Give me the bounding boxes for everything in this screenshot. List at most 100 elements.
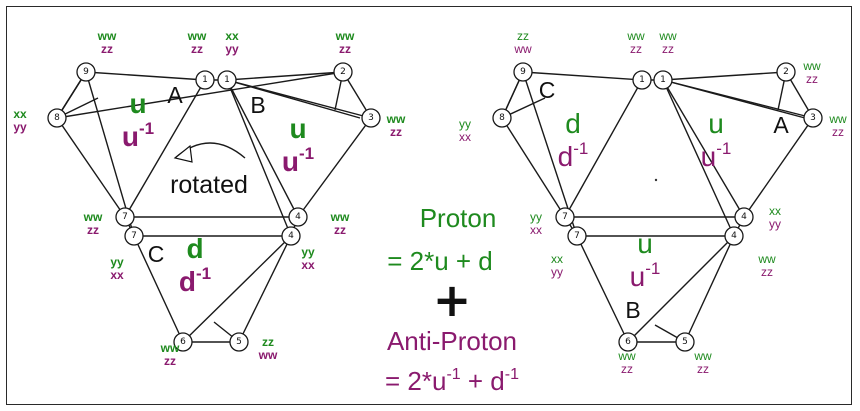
node-tag-bottom: zz — [334, 223, 346, 237]
node-label: 8 — [54, 113, 60, 123]
node-label: 1 — [224, 75, 230, 85]
antiproton-formula: = 2*u-1 + d-1 — [385, 366, 519, 396]
graph-node: 4 — [288, 207, 308, 227]
node-label: 7 — [122, 212, 128, 222]
node-label: 7 — [574, 231, 580, 241]
face-label: B — [625, 297, 640, 323]
node-label: 3 — [810, 113, 816, 123]
node-tag-top: yy — [459, 117, 471, 131]
graph-node: 1 — [195, 70, 215, 90]
graph-edge — [238, 235, 292, 343]
graph-chord — [662, 79, 806, 119]
node-tag-top: ww — [802, 59, 821, 73]
graph-node: 3 — [803, 108, 823, 128]
node-label: 5 — [236, 337, 242, 347]
antiquark-label: d-1 — [558, 139, 589, 172]
proton-formula: = 2*u + d — [387, 246, 493, 276]
node-label: 9 — [520, 67, 526, 77]
graph-node: 1 — [632, 70, 652, 90]
node-tag-bottom: xx — [301, 258, 315, 272]
node-tag-top: ww — [617, 349, 636, 363]
antiquark-label: d-1 — [179, 264, 211, 297]
node-label: 5 — [682, 337, 688, 347]
node-tag-top: xx — [551, 252, 563, 266]
node-label: 4 — [741, 212, 747, 222]
proton-label: Proton — [420, 203, 497, 233]
node-tag-top: zz — [262, 335, 274, 349]
rotation-arrowhead — [173, 144, 193, 163]
graph-edge — [124, 79, 206, 218]
node-tag-top: ww — [330, 210, 350, 224]
node-tag-top: zz — [517, 29, 529, 43]
graph-edge — [56, 71, 344, 119]
graph-node: 2 — [776, 62, 796, 82]
quark-label: d — [186, 233, 203, 264]
graph-node: 4 — [734, 207, 754, 227]
rotated-label: rotated — [170, 171, 248, 199]
face-label: B — [250, 92, 265, 118]
graph-node: 5 — [229, 332, 249, 352]
graph-edge — [501, 117, 566, 218]
node-tag-top: yy — [530, 210, 542, 224]
node-tag-bottom: xx — [530, 223, 542, 237]
node-label: 2 — [340, 67, 346, 77]
quark-label: u — [708, 108, 724, 139]
node-label: 8 — [499, 113, 505, 123]
antiquark-label: u-1 — [630, 259, 661, 292]
face-label: A — [773, 112, 789, 138]
node-tag-top: yy — [301, 245, 315, 259]
quark-label: u — [637, 228, 653, 259]
node-label: 4 — [731, 231, 737, 241]
graph-node: 7 — [555, 207, 575, 227]
node-tag-bottom: zz — [662, 42, 674, 56]
graph-edge — [85, 71, 206, 81]
node-tag-top: xx — [769, 204, 781, 218]
node-tag-bottom: zz — [832, 125, 844, 139]
graph-node: 1 — [653, 70, 673, 90]
node-tag-top: xx — [13, 107, 27, 121]
node-tag-bottom: xx — [459, 130, 471, 144]
node-label: 1 — [202, 75, 208, 85]
node-tag-bottom: zz — [101, 42, 113, 56]
node-tag-bottom: yy — [551, 265, 563, 279]
graph-edge — [226, 71, 344, 81]
graph-node: 8 — [492, 108, 512, 128]
node-tag-bottom: zz — [697, 362, 709, 376]
graph-edge — [182, 235, 292, 343]
face-label: C — [148, 241, 165, 267]
node-tag-bottom: zz — [164, 354, 176, 368]
graph-edge — [226, 79, 292, 237]
node-tag-bottom: ww — [258, 348, 278, 362]
graph-edge — [627, 235, 735, 343]
graph-node: 9 — [76, 62, 96, 82]
graph-node: 6 — [173, 332, 193, 352]
node-tag-top: ww — [693, 349, 712, 363]
node-tag-top: ww — [160, 341, 180, 355]
diagram-frame — [6, 6, 852, 405]
node-tag-bottom: zz — [761, 265, 773, 279]
antiproton-label: Anti-Proton — [387, 326, 517, 356]
node-tag-top: ww — [658, 29, 677, 43]
graph-edge — [684, 235, 735, 343]
node-tag-bottom: ww — [513, 42, 532, 56]
node-tag-bottom: zz — [390, 125, 402, 139]
node-label: 1 — [660, 75, 666, 85]
node-tag-bottom: zz — [630, 42, 642, 56]
node-label: 4 — [295, 212, 301, 222]
node-tag-bottom: zz — [806, 72, 818, 86]
node-tag-bottom: zz — [191, 42, 203, 56]
node-label: 7 — [131, 231, 137, 241]
face-label: A — [167, 82, 183, 108]
node-tag-bottom: yy — [769, 217, 781, 231]
node-tag-bottom: zz — [87, 223, 99, 237]
node-label: 3 — [368, 113, 374, 123]
graph-node: 9 — [513, 62, 533, 82]
graph-node: 7 — [567, 226, 587, 246]
antiquark-label: u-1 — [122, 119, 154, 152]
center-dot — [654, 178, 658, 182]
face-label: C — [539, 77, 556, 103]
graph-edge — [297, 117, 372, 218]
